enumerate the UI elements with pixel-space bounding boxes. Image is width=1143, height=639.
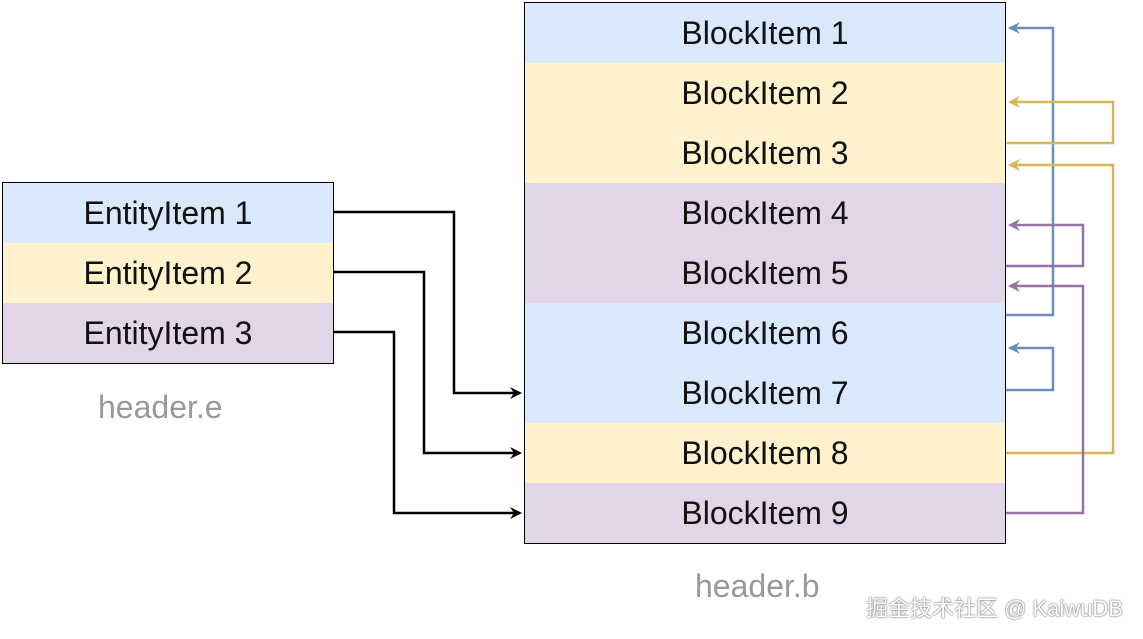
block-item-6: BlockItem 6 [525,303,1005,363]
block-item-8: BlockItem 8 [525,423,1005,483]
arrow-entity3-to-block9 [334,330,522,519]
entity-item-1: EntityItem 1 [3,183,333,243]
entity-item-3: EntityItem 3 [3,303,333,363]
arrow-block5-to-block4 [1006,219,1085,268]
block-item-4: BlockItem 4 [525,183,1005,243]
block-caption: header.b [695,568,820,604]
arrow-block9-to-block5 [1006,280,1085,515]
block-item-9: BlockItem 9 [525,483,1005,543]
watermark: 掘金技术社区 @ KaiwuDB [865,596,1123,621]
arrow-entity1-to-block7 [334,210,522,399]
arrow-block8-to-block3 [1006,159,1115,455]
arrow-block6-to-block1 [1006,22,1055,317]
arrow-entity2-to-block8 [334,270,522,459]
arrow-block7-to-block6 [1006,342,1055,392]
entity-table: EntityItem 1 EntityItem 2 EntityItem 3 [2,182,334,364]
arrow-block3-to-block2 [1006,96,1115,145]
block-item-1: BlockItem 1 [525,3,1005,63]
block-item-3: BlockItem 3 [525,123,1005,183]
block-item-7: BlockItem 7 [525,363,1005,423]
block-item-2: BlockItem 2 [525,63,1005,123]
entity-caption: header.e [98,389,223,425]
entity-item-2: EntityItem 2 [3,243,333,303]
block-item-5: BlockItem 5 [525,243,1005,303]
block-table: BlockItem 1 BlockItem 2 BlockItem 3 Bloc… [524,2,1006,544]
